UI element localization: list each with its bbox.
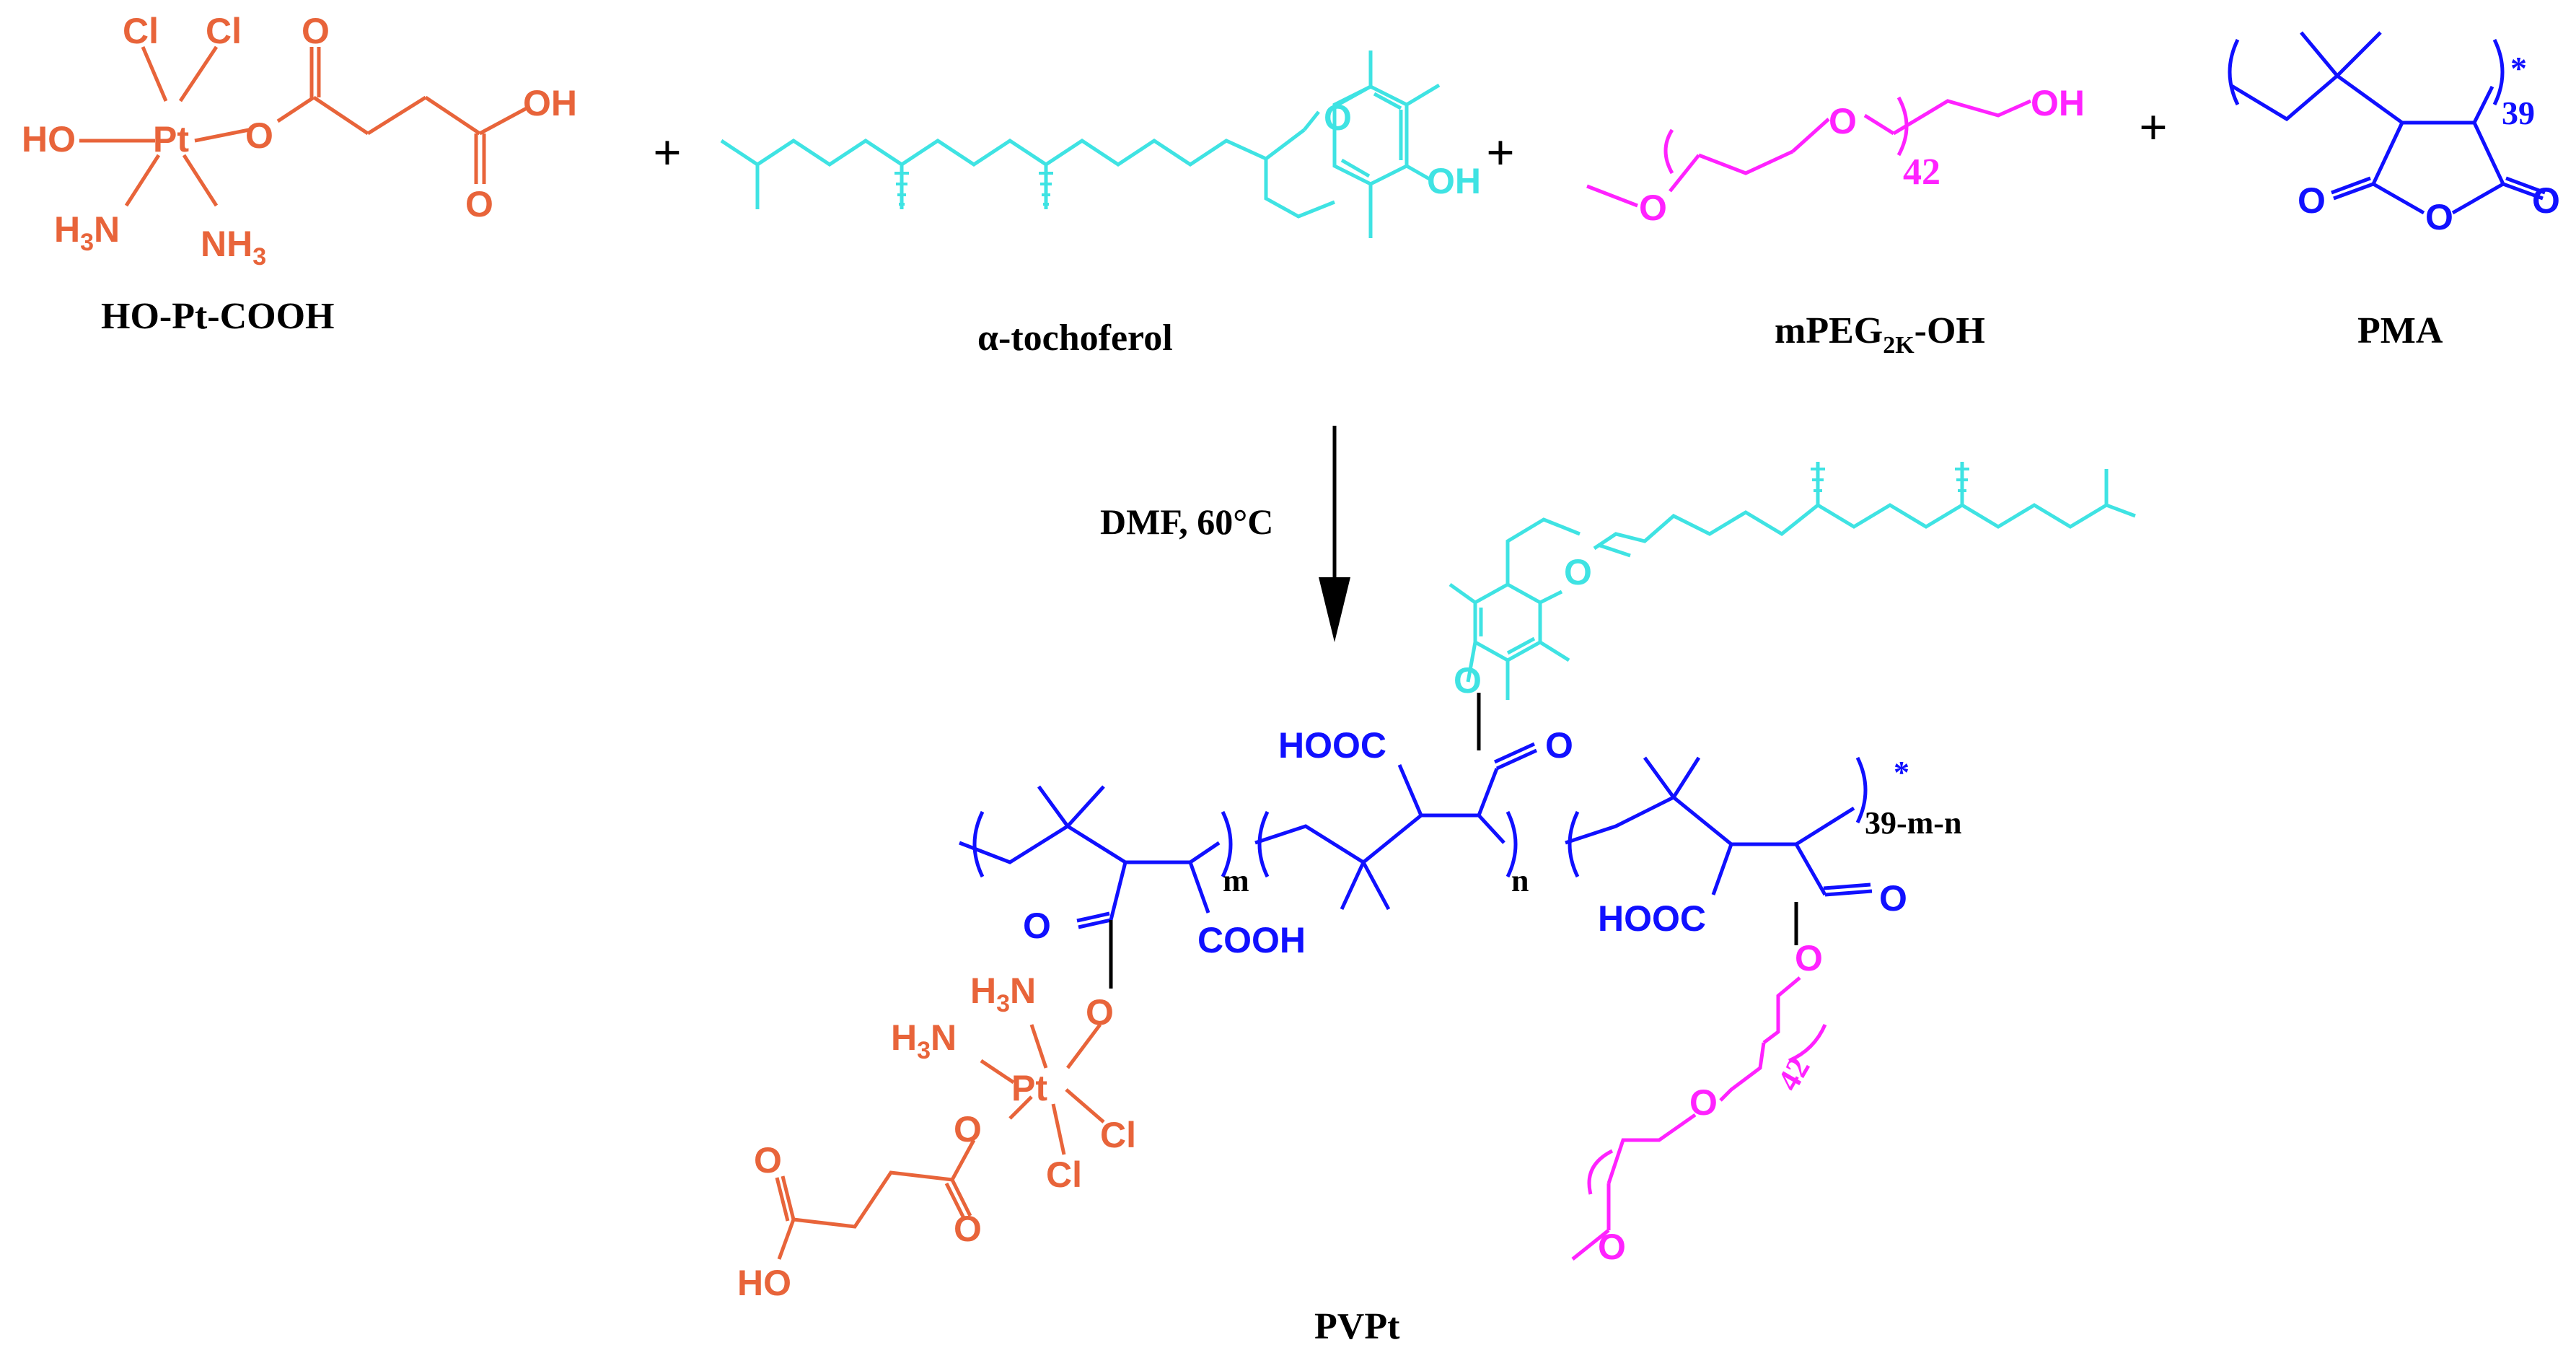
product-pt-cl-1: Cl	[1100, 1115, 1136, 1155]
product-toco-ring-o: O	[1564, 552, 1592, 592]
product-hooc-label-2: HOOC	[1598, 898, 1706, 939]
reaction-conditions: DMF, 60°C	[1100, 501, 1273, 542]
product-carbonyl-o-peg: O	[1879, 878, 1907, 919]
pt-cl-label-2: Cl	[206, 11, 242, 51]
plus-sign-2: +	[1486, 126, 1515, 181]
toco-ring-o-label: O	[1324, 97, 1352, 138]
pma-carbonyl-o-left: O	[2298, 180, 2326, 221]
product-pt-h3n-top: H3N	[970, 971, 1036, 1017]
reactant-pt-complex	[79, 45, 528, 207]
reactant-pt-name: HO-Pt-COOH	[101, 296, 335, 337]
product-pt-ho-label: HO	[737, 1263, 791, 1303]
product-pt-ester-o: O	[1086, 992, 1114, 1033]
pma-carbonyl-o-right: O	[2532, 180, 2560, 221]
product-pt-atom: Pt	[1011, 1068, 1047, 1108]
product-toco-phenol-o: O	[1454, 660, 1482, 701]
product-m-label: m	[1223, 863, 1249, 898]
pt-cl-label-1: Cl	[123, 11, 159, 51]
pma-star-label: *	[2510, 50, 2527, 87]
reactant-peg-name: mPEG2K-OH	[1775, 310, 1985, 359]
product-pt-axial-o: O	[954, 1109, 982, 1149]
product-tocopherol	[1449, 462, 2136, 700]
product-pt-carbonyl-o: O	[754, 1140, 782, 1180]
reactant-mpeg	[1586, 96, 2032, 208]
product-pt-h3n-left: H3N	[891, 1017, 957, 1064]
product-hooc-label-1: HOOC	[1278, 725, 1386, 766]
reactant-toco-name: α-tochoferol	[977, 317, 1173, 359]
reactant-tocopherol	[720, 51, 1441, 238]
pt-ester-o-label: O	[245, 115, 273, 156]
product-peg	[1571, 976, 1827, 1261]
product-tail-repeat: 39-m-n	[1865, 805, 1961, 841]
reactant-pma-name: PMA	[2357, 310, 2443, 351]
peg-oh-label: OH	[2031, 83, 2085, 123]
product-pt-acid-o: O	[954, 1209, 982, 1249]
product-carbonyl-o-toco: O	[1545, 725, 1573, 766]
pt-h3n-label: H3N	[54, 209, 120, 256]
product-star: *	[1894, 755, 1909, 790]
reaction-arrow	[1319, 426, 1350, 642]
peg-methoxy-o-label: O	[1639, 188, 1667, 228]
product-n-label: n	[1511, 863, 1529, 898]
pma-ring-o: O	[2425, 197, 2453, 237]
pt-nh3-label: NH3	[201, 224, 266, 271]
reactant-pma	[2228, 31, 2546, 215]
pt-atom-label: Pt	[153, 119, 189, 159]
product-cooh-label: COOH	[1197, 920, 1306, 960]
pt-acid-oh-label: OH	[523, 83, 577, 123]
product-pt-complex	[775, 1023, 1105, 1260]
peg-repeat-label: 42	[1903, 152, 1940, 193]
peg-ether-o-label: O	[1829, 101, 1857, 141]
product-pt-cl-2: Cl	[1046, 1155, 1082, 1195]
product-peg-methoxy-o: O	[1598, 1227, 1626, 1267]
product-name: PVPt	[1314, 1306, 1400, 1347]
pma-repeat-label: 39	[2502, 95, 2535, 131]
pt-carbonyl-o-label: O	[302, 11, 330, 51]
pt-acid-o-label: O	[465, 184, 493, 224]
product-carbonyl-o-pt: O	[1023, 906, 1051, 946]
plus-sign-1: +	[653, 126, 682, 181]
product-backbone	[959, 742, 1873, 929]
plus-sign-3: +	[2139, 100, 2168, 156]
product-peg-ester-o: O	[1795, 938, 1823, 978]
product-peg-ether-o: O	[1689, 1082, 1718, 1123]
pt-ho-label: HO	[22, 119, 76, 159]
toco-oh-label: OH	[1427, 161, 1481, 201]
product-peg-repeat: 42	[1770, 1051, 1816, 1097]
